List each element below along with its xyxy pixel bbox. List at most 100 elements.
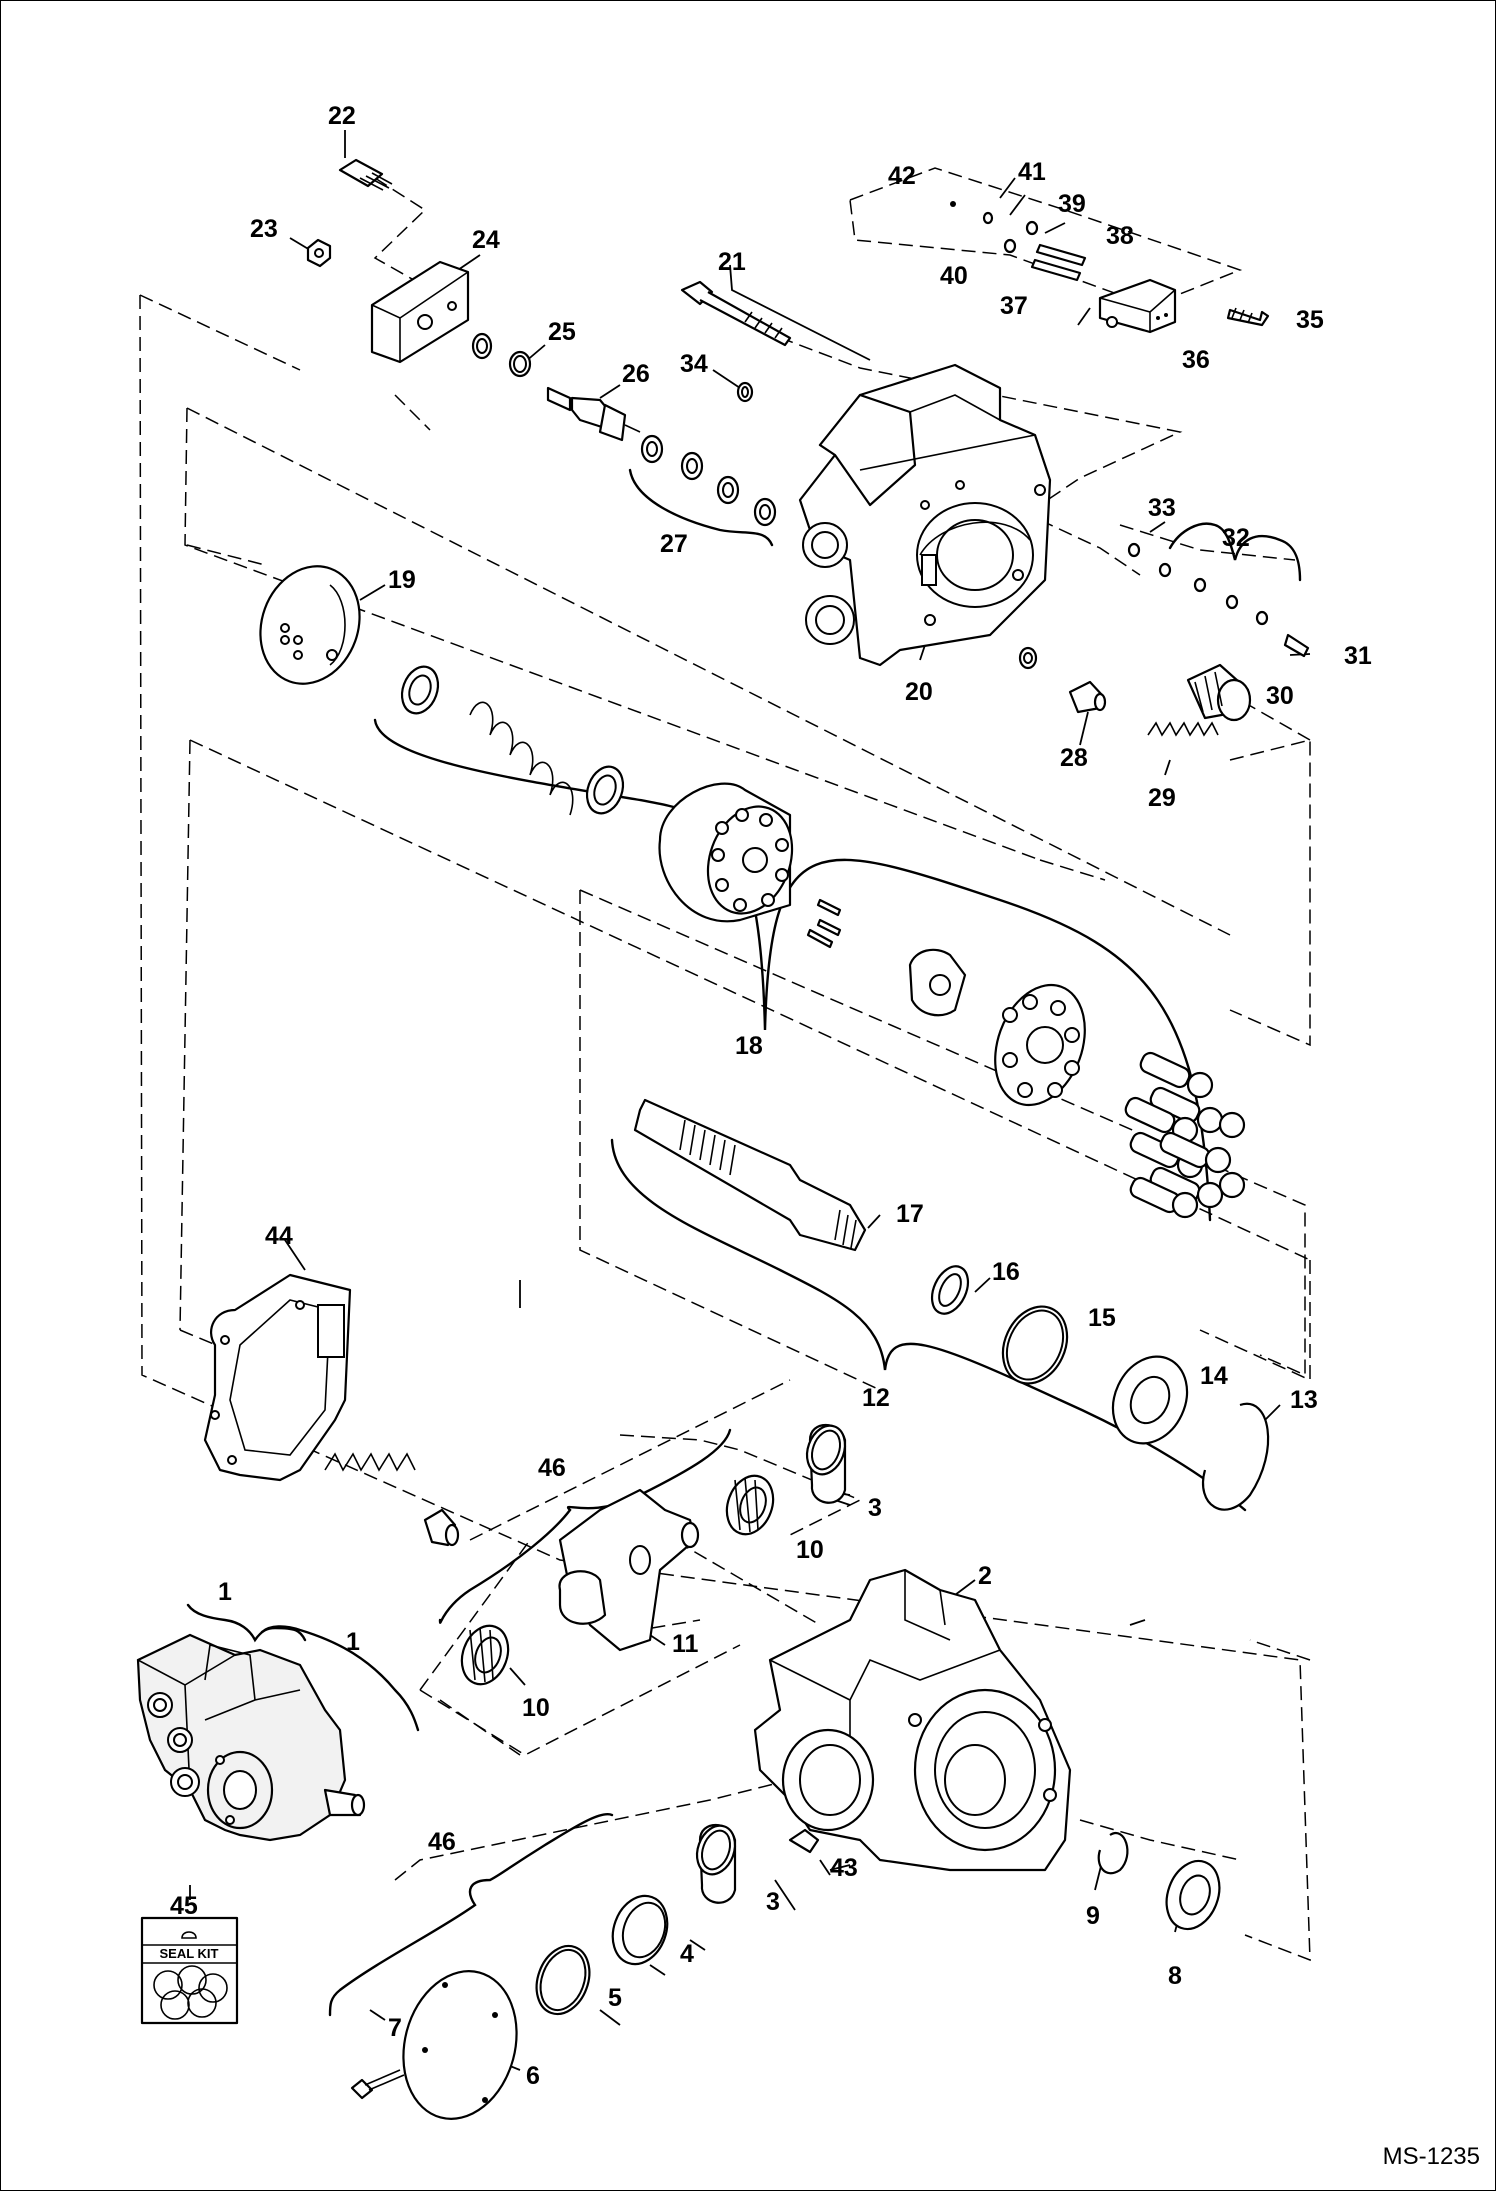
callout-27: 27 [660, 530, 688, 558]
callout-31: 31 [1344, 642, 1372, 670]
callout-16: 16 [992, 1258, 1020, 1286]
part-14-seal-carrier [1111, 1355, 1189, 1445]
part-3-cup-top [805, 1424, 847, 1504]
callout-11: 11 [672, 1630, 699, 1658]
part-20-end-cap [798, 363, 1052, 667]
part-33-32-seals [1127, 542, 1269, 626]
callout-7: 7 [388, 2014, 402, 2042]
part-38-37-pins [1030, 243, 1087, 282]
part-25-o-rings [471, 332, 532, 378]
callout-22: 22 [328, 102, 356, 130]
brace-18 [373, 718, 1212, 1222]
part-24-block [370, 260, 470, 364]
callout-12: 12 [862, 1384, 890, 1412]
callout-5: 5 [608, 1984, 622, 2012]
callout-17: 17 [896, 1200, 924, 1228]
callout-46-bottom: 46 [428, 1828, 456, 1856]
part-o-ring-near-20 [1018, 646, 1038, 670]
part-45-seal-kit: SEAL KIT [140, 1916, 239, 2025]
callout-25: 25 [548, 318, 576, 346]
callout-numbers: 22 23 24 25 26 27 21 34 42 41 39 38 40 3… [170, 102, 1372, 2090]
part-30-cap [1186, 663, 1252, 722]
part-2-housing [753, 1568, 1072, 1872]
brace-1b [260, 1625, 420, 1732]
callout-28: 28 [1060, 744, 1088, 772]
callout-45: 45 [170, 1892, 198, 1920]
part-1-pump-assembly [136, 1633, 366, 1842]
part-5-o-ring [535, 1944, 591, 2016]
part-19-plate [259, 565, 361, 685]
callout-23: 23 [250, 215, 278, 243]
callout-37: 37 [1000, 292, 1028, 320]
callout-9: 9 [1086, 1902, 1100, 1930]
callout-6: 6 [526, 2062, 540, 2090]
callout-43: 43 [830, 1854, 858, 1882]
callout-35: 35 [1296, 306, 1324, 334]
callout-30: 30 [1266, 682, 1294, 710]
callout-42: 42 [888, 162, 916, 190]
callout-3-top: 3 [868, 1494, 882, 1522]
callout-10-bottom: 10 [522, 1694, 550, 1722]
braces [186, 468, 1302, 2017]
callout-24: 24 [472, 226, 500, 254]
callout-26: 26 [622, 360, 650, 388]
callout-29: 29 [1148, 784, 1176, 812]
part-43-fitting [788, 1828, 820, 1854]
callout-20: 20 [905, 678, 933, 706]
part-13-snap-ring [1202, 1402, 1270, 1511]
callout-44: 44 [265, 1222, 293, 1250]
part-42-41-40-39-small-seals [950, 201, 1039, 254]
part-10-bearing-top [725, 1474, 775, 1536]
callout-1-right: 1 [346, 1628, 360, 1656]
part-8-seal [1165, 1859, 1221, 1931]
callout-15: 15 [1088, 1304, 1116, 1332]
brace-46-top [438, 1428, 732, 1624]
callout-21: 21 [718, 248, 746, 276]
part-26-cartridge [546, 386, 641, 442]
part-11-swashplate [558, 1488, 700, 1652]
part-28-plug [1068, 680, 1107, 714]
part-44-gasket [203, 1273, 352, 1482]
part-29-spring [1147, 721, 1219, 737]
callout-2: 2 [978, 1562, 992, 1590]
part-34-o-ring [736, 381, 754, 403]
callout-34: 34 [680, 350, 708, 378]
part-18-rotating-group [400, 665, 1246, 1219]
brace-27 [628, 468, 774, 547]
part-23-nut [306, 238, 332, 268]
drawing-number: MS-1235 [1382, 2143, 1480, 2170]
part-36-block [1098, 278, 1177, 334]
part-4-race [611, 1894, 669, 1966]
part-22-capscrew [338, 158, 393, 191]
callout-36: 36 [1182, 346, 1210, 374]
callout-32: 32 [1222, 524, 1250, 552]
callout-40: 40 [940, 262, 968, 290]
part-3-cup-bottom [695, 1824, 737, 1904]
part-21-bolt [680, 280, 792, 347]
brace-1a [186, 1603, 307, 1643]
callout-19: 19 [388, 566, 416, 594]
part-plug-lower [423, 1508, 460, 1547]
callout-8: 8 [1168, 1962, 1182, 1990]
part-16-seal [930, 1265, 970, 1315]
callout-39: 39 [1058, 190, 1086, 218]
callout-1-top: 1 [218, 1578, 232, 1606]
seal-kit-label: SEAL KIT [160, 1946, 219, 1961]
part-15-o-ring [1001, 1305, 1069, 1385]
brace-46-bottom [328, 1813, 614, 2017]
callout-10-top: 10 [796, 1536, 824, 1564]
part-6-cover [402, 1970, 518, 2120]
callout-33: 33 [1148, 494, 1176, 522]
callout-3-bottom: 3 [766, 1888, 780, 1916]
part-35-screw [1226, 307, 1270, 327]
callout-38: 38 [1106, 222, 1134, 250]
part-31-pin [1283, 633, 1310, 658]
callout-46-top: 46 [538, 1454, 566, 1482]
brace-32 [1168, 522, 1302, 582]
part-7-screw [350, 2069, 405, 2100]
part-10-bearing-bottom [460, 1624, 510, 1686]
callout-4: 4 [680, 1940, 694, 1968]
callout-18: 18 [735, 1032, 763, 1060]
callout-13: 13 [1290, 1386, 1318, 1414]
